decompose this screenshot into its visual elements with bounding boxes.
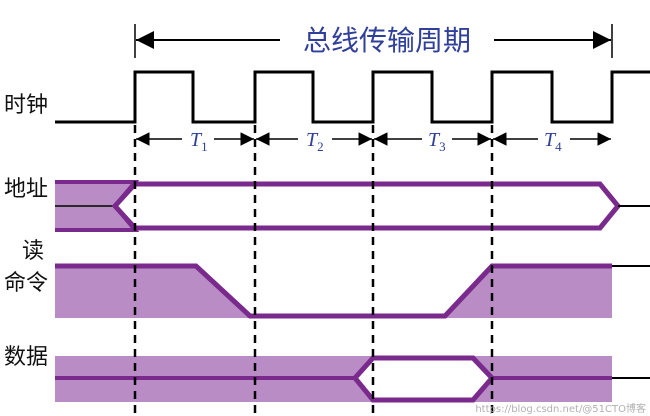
data-waveform: [55, 355, 650, 403]
bus-cycle-title: 总线传输周期: [303, 24, 471, 57]
data-label: 数据: [4, 345, 48, 370]
read-command-label-line2: 命令: [4, 271, 48, 296]
address-label: 地址: [4, 177, 48, 202]
watermark-text: https://blog.csdn.net/@51CTO博客: [475, 402, 646, 415]
clock-waveform: [55, 70, 650, 124]
period-t3-label: T3: [428, 129, 446, 154]
read-command-waveform: [55, 263, 650, 319]
address-waveform: [55, 180, 650, 232]
period-t4-label: T4: [544, 129, 562, 154]
clock-label: 时钟: [4, 93, 48, 118]
period-t2-label: T2: [306, 129, 324, 154]
clock-edge-markers: [133, 125, 494, 416]
period-t1-label: T1: [190, 129, 208, 154]
read-command-label-line1: 读: [22, 239, 44, 264]
bus-cycle-arrow: [134, 24, 613, 58]
